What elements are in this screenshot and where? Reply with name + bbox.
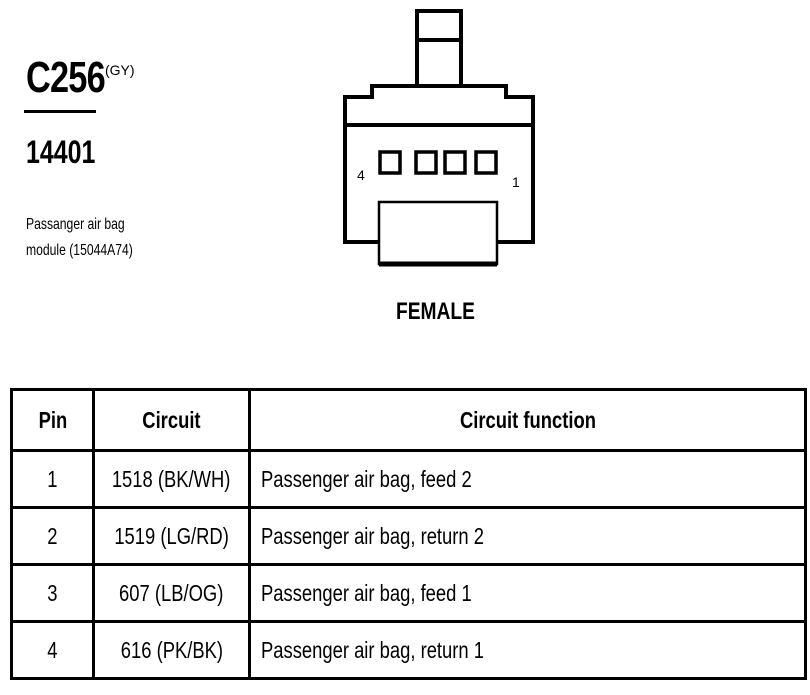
- cell-circuit: 607 (LB/OG): [92, 563, 251, 623]
- header-circuit-function: Circuit function: [248, 388, 807, 452]
- header-pin: Pin: [10, 388, 95, 452]
- table-row: 1 1518 (BK/WH) Passenger air bag, feed 2: [10, 449, 807, 509]
- cell-function: Passenger air bag, feed 1: [248, 563, 807, 623]
- cell-pin: 1: [10, 449, 95, 509]
- connector-diagram: 4 1: [343, 9, 535, 267]
- connector-color: (GY): [105, 62, 135, 78]
- cell-function: Passenger air bag, feed 2: [248, 449, 807, 509]
- description-line-2: module (15044A74): [26, 242, 133, 259]
- cell-circuit: 1519 (LG/RD): [92, 506, 251, 566]
- connector-key: [377, 200, 499, 266]
- table-row: 3 607 (LB/OG) Passenger air bag, feed 1: [10, 563, 807, 623]
- cell-function: Passenger air bag, return 2: [248, 506, 807, 566]
- title-underline: [24, 110, 96, 113]
- description-line-1: Passanger air bag: [26, 216, 125, 233]
- cell-pin: 2: [10, 506, 95, 566]
- pin-cavity-2: [443, 150, 467, 175]
- table-header-row: Pin Circuit Circuit function: [10, 388, 807, 452]
- pin-cavity-3: [414, 150, 438, 175]
- cell-circuit: 1518 (BK/WH): [92, 449, 251, 509]
- pin-cavity-1: [474, 150, 498, 175]
- header-circuit: Circuit: [92, 388, 251, 452]
- cell-pin: 4: [10, 620, 95, 680]
- pinout-table: Pin Circuit Circuit function 1 1518 (BK/…: [10, 388, 807, 680]
- pin-cavity-4: [378, 150, 402, 175]
- pin-label-4: 4: [357, 167, 365, 183]
- cell-pin: 3: [10, 563, 95, 623]
- table-row: 2 1519 (LG/RD) Passenger air bag, return…: [10, 506, 807, 566]
- connector-id: C256: [26, 53, 106, 102]
- connector-latch: [415, 9, 463, 94]
- cell-circuit: 616 (PK/BK): [92, 620, 251, 680]
- connector-description: Passanger air bag module (15044A74): [26, 212, 167, 264]
- cell-function: Passenger air bag, return 1: [248, 620, 807, 680]
- table-row: 4 616 (PK/BK) Passenger air bag, return …: [10, 620, 807, 680]
- pin-label-1: 1: [512, 174, 520, 190]
- part-number: 14401: [26, 134, 96, 170]
- connector-gender: FEMALE: [396, 298, 475, 325]
